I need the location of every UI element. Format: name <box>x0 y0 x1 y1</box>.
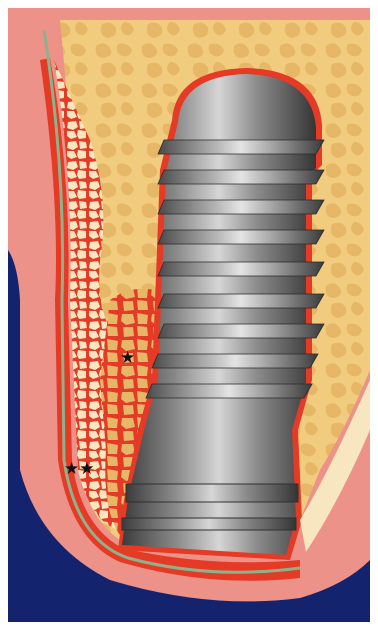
implant-thread <box>152 354 318 368</box>
star-marker-graft: ★ <box>120 348 135 368</box>
implant-thread <box>146 384 312 398</box>
implant-thread <box>158 140 324 154</box>
implant-thread <box>158 262 324 276</box>
implant-collar-band-2 <box>122 518 296 530</box>
star-marker-pair: ★★ <box>64 459 94 479</box>
implant-thread <box>158 324 324 338</box>
implant-thread <box>158 294 324 308</box>
implant-thread <box>158 170 324 184</box>
implant-collar-band <box>126 484 298 502</box>
implant-thread <box>158 200 324 214</box>
implant-threads <box>146 140 324 398</box>
implant-thread <box>158 230 324 244</box>
